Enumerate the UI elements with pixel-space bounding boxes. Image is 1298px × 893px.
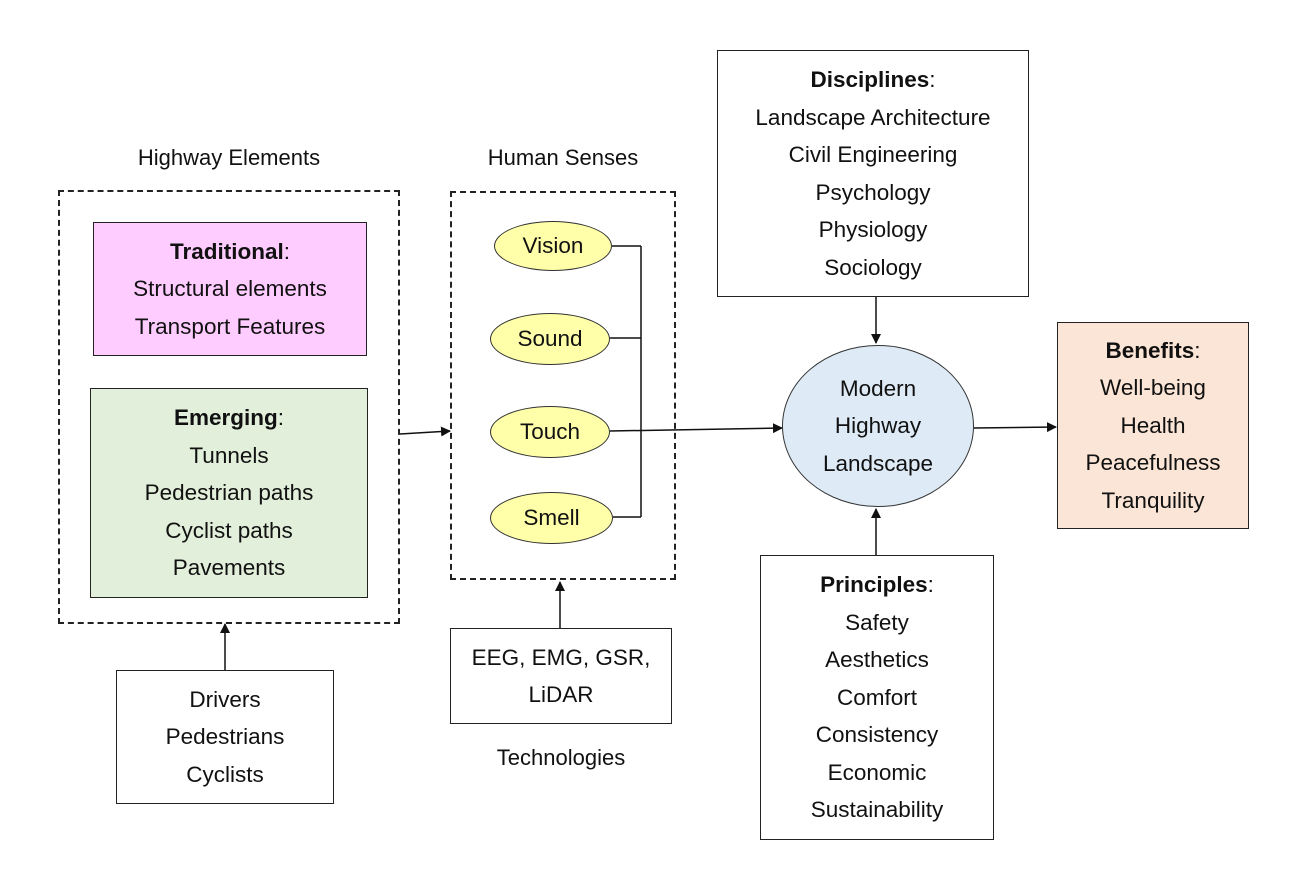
emerging-title: Emerging xyxy=(173,405,278,431)
discipline-item: Psychology xyxy=(815,179,931,205)
user-item: Pedestrians xyxy=(165,724,285,750)
principle-item: Economic xyxy=(827,759,927,785)
principles-box: Principles: Safety Aesthetics Comfort Co… xyxy=(760,555,994,840)
technologies-caption: Technologies xyxy=(496,745,626,770)
principle-item: Consistency xyxy=(815,722,939,748)
disciplines-heading: Disciplines: xyxy=(810,67,936,92)
human-senses-group xyxy=(450,191,676,580)
technology-line: LiDAR xyxy=(528,682,594,707)
discipline-item: Landscape Architecture xyxy=(755,104,991,130)
discipline-item: Sociology xyxy=(824,254,922,280)
benefits-heading: Benefits: xyxy=(1105,337,1201,363)
emerging-item: Tunnels xyxy=(189,442,269,468)
modern-highway-line: Highway xyxy=(834,413,922,439)
human-senses-caption: Human Senses xyxy=(487,145,639,170)
technologies-box: EEG, EMG, GSR, LiDAR xyxy=(450,628,672,724)
sense-vision: Vision xyxy=(494,221,612,271)
principles-heading: Principles: xyxy=(820,572,934,598)
arrow-senses-to-modern-highway xyxy=(609,423,783,434)
traditional-heading: Traditional: xyxy=(169,238,291,264)
emerging-item: Cyclist paths xyxy=(165,517,293,543)
user-item: Drivers xyxy=(189,686,261,712)
senses-bracket xyxy=(610,245,642,518)
arrow-modern-highway-to-benefits xyxy=(973,422,1057,433)
users-box: Drivers Pedestrians Cyclists xyxy=(116,670,334,804)
emerging-box: Emerging: Tunnels Pedestrian paths Cycli… xyxy=(90,388,368,598)
modern-highway-landscape-node: Modern Highway Landscape xyxy=(782,345,974,507)
benefit-item: Tranquility xyxy=(1101,487,1205,513)
emerging-item: Pavements xyxy=(172,555,286,581)
principles-title: Principles xyxy=(820,572,928,598)
traditional-title: Traditional xyxy=(169,238,284,264)
benefits-title: Benefits xyxy=(1105,337,1195,363)
benefit-item: Well-being xyxy=(1100,375,1206,401)
modern-highway-line: Landscape xyxy=(822,450,934,476)
highway-elements-group xyxy=(58,190,400,624)
principle-item: Sustainability xyxy=(810,797,944,823)
user-item: Cyclists xyxy=(186,761,264,787)
disciplines-title: Disciplines xyxy=(810,67,930,92)
principle-item: Safety xyxy=(845,609,909,635)
emerging-heading: Emerging: xyxy=(173,405,285,431)
arrow-highway-to-senses xyxy=(399,426,451,437)
benefits-box: Benefits: Well-being Health Peacefulness… xyxy=(1057,322,1249,529)
disciplines-box: Disciplines: Landscape Architecture Civi… xyxy=(717,50,1029,297)
sense-smell: Smell xyxy=(490,492,613,544)
traditional-box: Traditional: Structural elements Transpo… xyxy=(93,222,367,356)
benefit-item: Peacefulness xyxy=(1085,450,1221,476)
traditional-item: Structural elements xyxy=(133,276,327,302)
modern-highway-line: Modern xyxy=(839,375,917,401)
traditional-item: Transport Features xyxy=(134,313,326,339)
benefit-item: Health xyxy=(1120,412,1186,438)
sense-sound: Sound xyxy=(490,313,610,365)
principle-item: Aesthetics xyxy=(825,647,929,673)
highway-elements-caption: Highway Elements xyxy=(137,145,321,170)
sense-touch: Touch xyxy=(490,406,610,458)
principle-item: Comfort xyxy=(836,684,917,710)
emerging-item: Pedestrian paths xyxy=(144,480,314,506)
discipline-item: Physiology xyxy=(818,217,928,242)
technology-line: EEG, EMG, GSR, xyxy=(471,644,651,670)
discipline-item: Civil Engineering xyxy=(788,142,958,167)
